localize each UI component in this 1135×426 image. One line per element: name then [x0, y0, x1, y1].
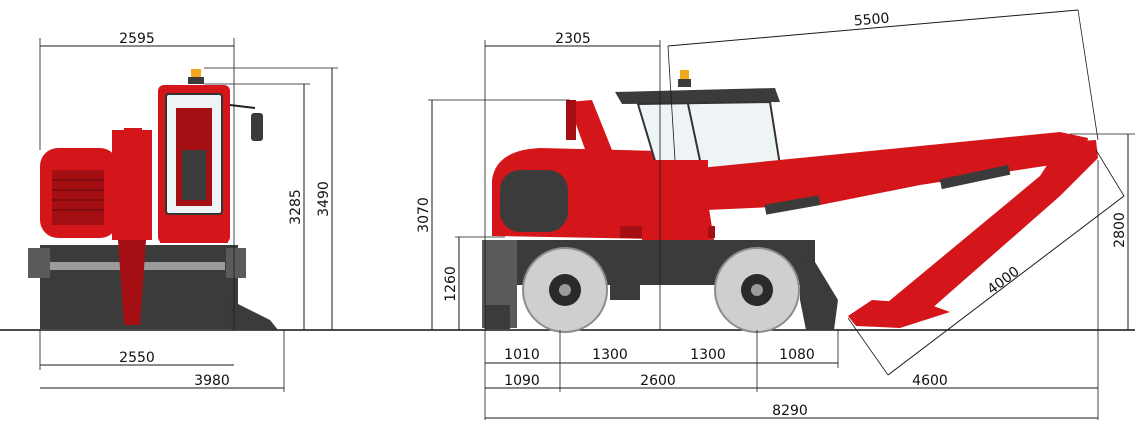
- dim-reach-height: 5500: [853, 10, 890, 29]
- dim-rear-axle-to-center-a: 1300: [592, 347, 628, 363]
- dim-outrigger-width: 3980: [194, 373, 230, 389]
- front-view-dimensions: 2595 2550 3980 3285 3490: [39, 31, 338, 392]
- dim-boom-height: 2800: [1112, 212, 1128, 248]
- dim-height-counterweight: 3070: [416, 197, 432, 233]
- dim-height-chassis: 1260: [443, 266, 459, 302]
- dim-rear-axle-to-center-b: 1300: [690, 347, 726, 363]
- dim-height-cab: 3285: [288, 189, 304, 225]
- dim-outrigger-offset: 1090: [504, 373, 540, 389]
- dim-front-axle-to-blade: 1080: [779, 347, 815, 363]
- dim-overall-length: 8290: [772, 403, 808, 419]
- side-view-machine: [482, 70, 1098, 333]
- front-view-machine: [28, 69, 278, 330]
- dim-rear-to-center: 2305: [555, 31, 591, 47]
- dim-rear-to-rear-axle: 1010: [504, 347, 540, 363]
- dim-wheelbase: 2600: [640, 373, 676, 389]
- dim-front-overhang: 4600: [912, 373, 948, 389]
- dim-height-beacon: 3490: [316, 181, 332, 217]
- dim-stick-length: 4000: [985, 264, 1023, 298]
- dim-overall-width: 2595: [119, 31, 155, 47]
- dim-track-width: 2550: [119, 350, 155, 366]
